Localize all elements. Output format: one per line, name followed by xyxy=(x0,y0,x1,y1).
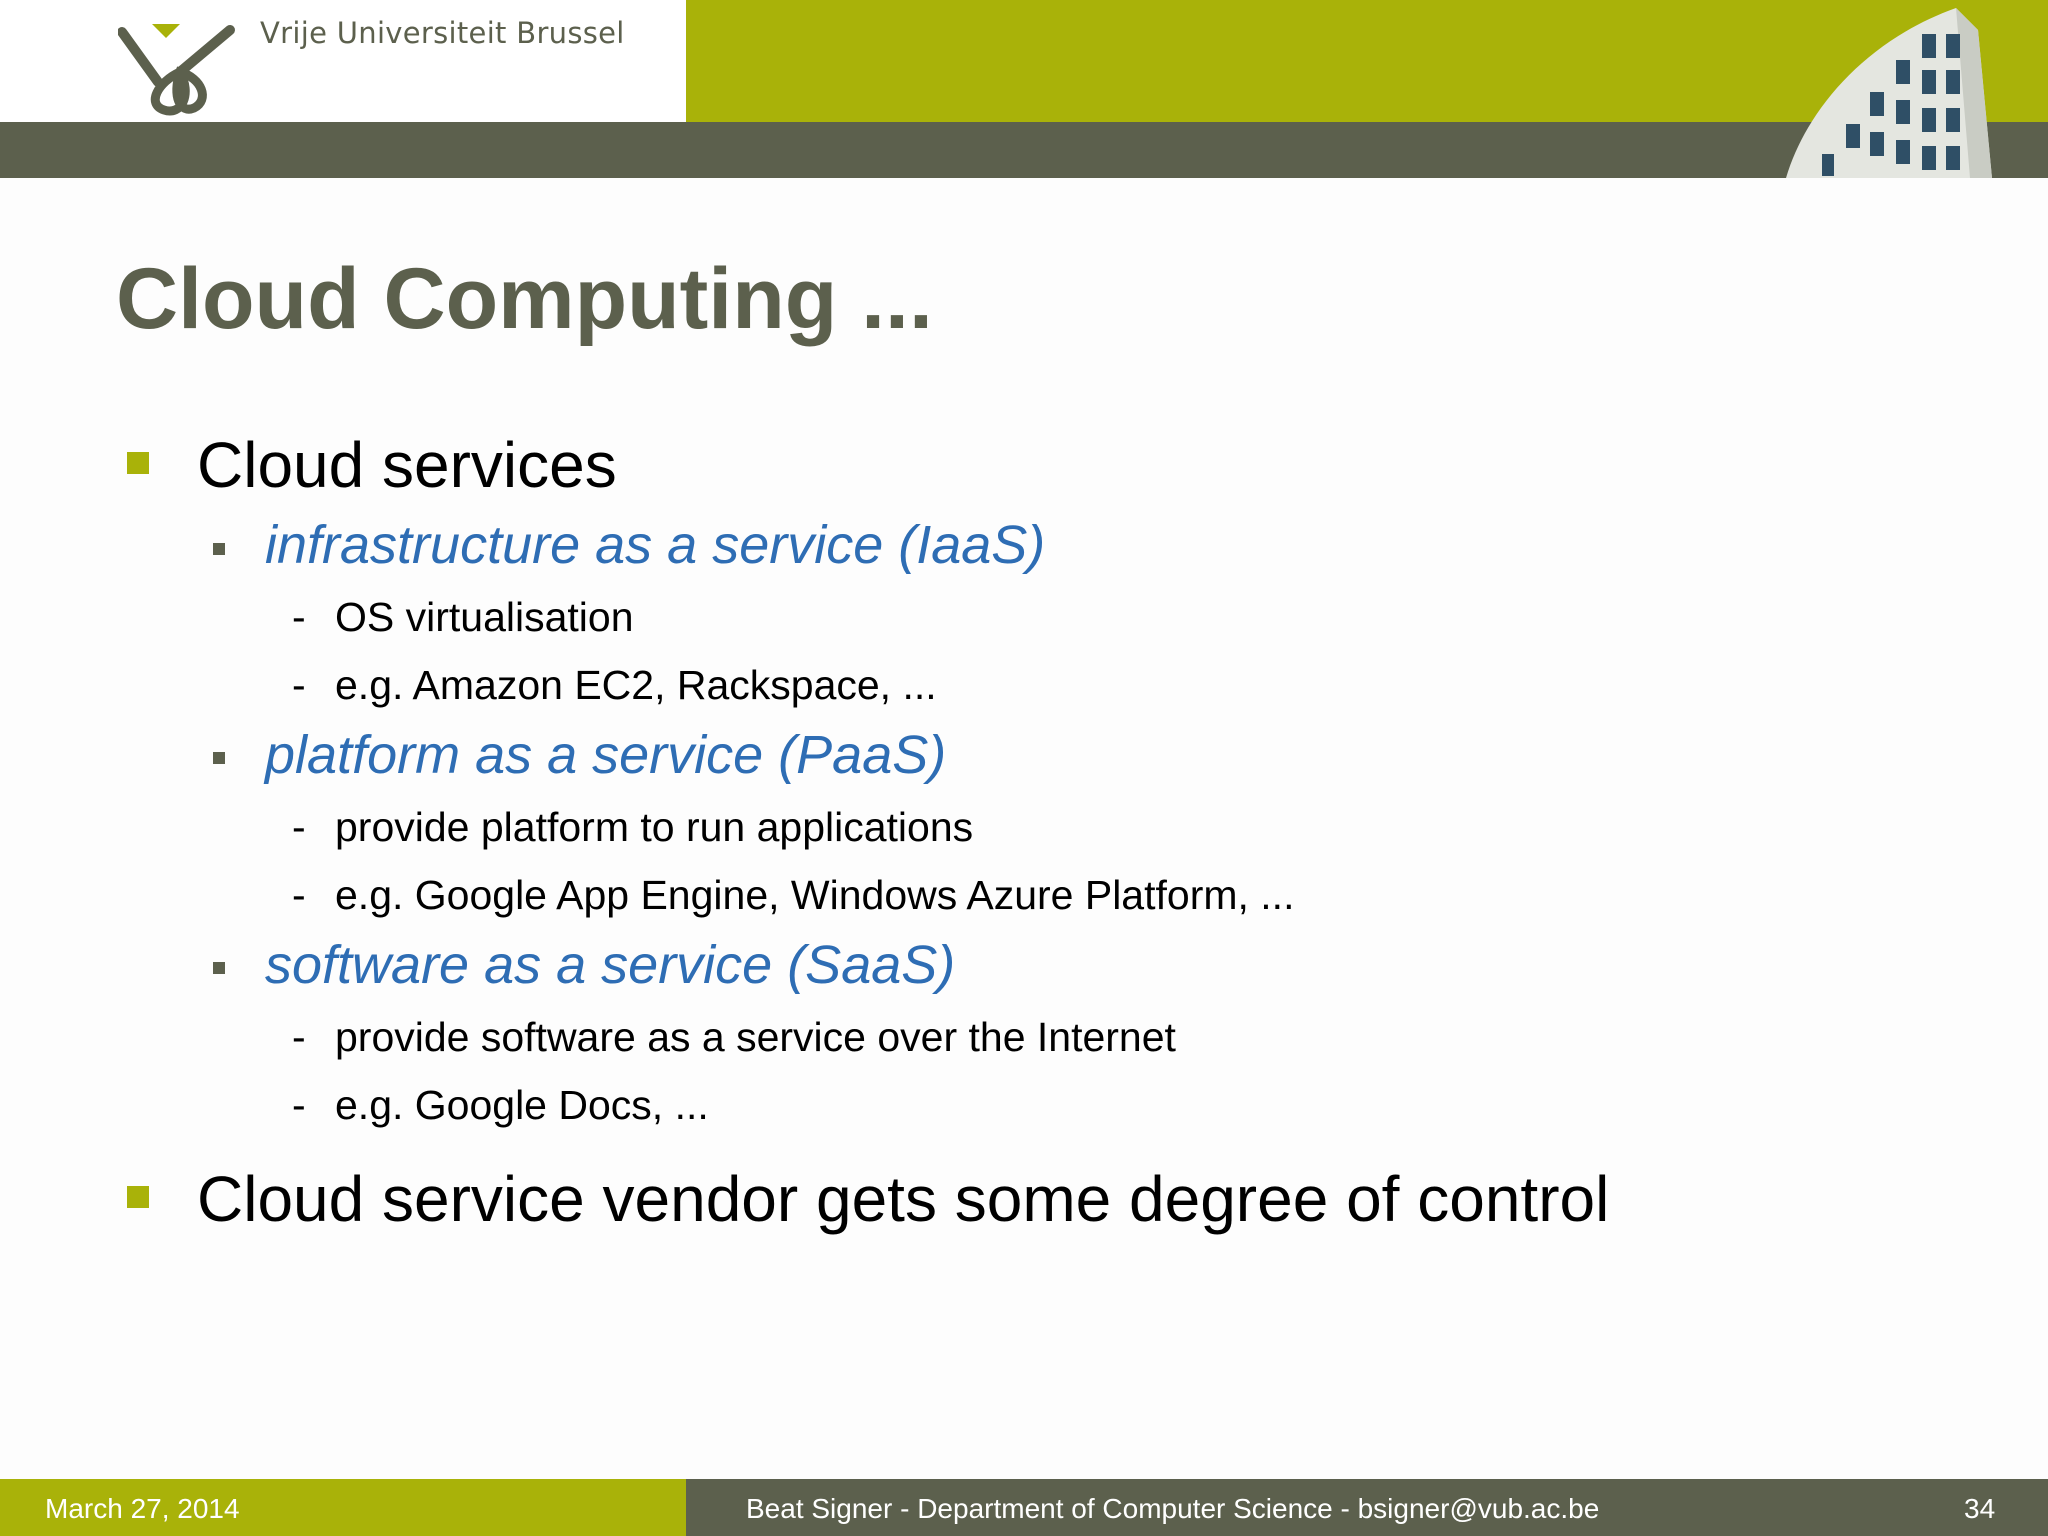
point-saas-2: e.g. Google Docs, ... xyxy=(335,1082,709,1128)
point-saas-1: provide software as a service over the I… xyxy=(335,1014,1176,1060)
point-iaas-2: e.g. Amazon EC2, Rackspace, ... xyxy=(335,662,937,708)
institution-name: Vrije Universiteit Brussel xyxy=(260,16,625,50)
header-bar xyxy=(0,122,2048,178)
dash-marker: - xyxy=(292,1014,306,1060)
bullet-vendor-control: Cloud service vendor gets some degree of… xyxy=(197,1163,1610,1235)
bullet-cloud-services: Cloud services xyxy=(197,429,617,501)
bullet-square-icon xyxy=(127,452,149,474)
sub-bullet-icon xyxy=(213,962,225,974)
sub-bullet-icon xyxy=(213,543,225,555)
sub-bullet-saas: software as a service (SaaS) xyxy=(265,935,956,995)
slide-title: Cloud Computing ... xyxy=(116,251,933,347)
dash-marker: - xyxy=(292,662,306,708)
header-accent-band xyxy=(686,0,2048,122)
sub-bullet-paas: platform as a service (PaaS) xyxy=(265,725,947,785)
page-number: 34 xyxy=(1964,1493,1996,1524)
footer-author: Beat Signer - Department of Computer Sci… xyxy=(746,1493,1600,1524)
dash-marker: - xyxy=(292,594,306,640)
dash-marker: - xyxy=(292,1082,306,1128)
footer-date: March 27, 2014 xyxy=(45,1493,240,1524)
sub-bullet-iaas: infrastructure as a service (IaaS) xyxy=(265,515,1046,575)
point-iaas-1: OS virtualisation xyxy=(335,594,634,640)
dash-marker: - xyxy=(292,872,306,918)
point-paas-2: e.g. Google App Engine, Windows Azure Pl… xyxy=(335,872,1295,918)
building-icon xyxy=(1786,8,1992,178)
footer-date-band xyxy=(0,1479,686,1536)
dash-marker: - xyxy=(292,804,306,850)
header-logo-area xyxy=(0,0,686,122)
footer-info-band xyxy=(686,1479,2048,1536)
vub-logo-icon xyxy=(118,24,235,116)
point-paas-1: provide platform to run applications xyxy=(335,804,974,850)
bullet-square-icon xyxy=(127,1186,149,1208)
sub-bullet-icon xyxy=(213,752,225,764)
